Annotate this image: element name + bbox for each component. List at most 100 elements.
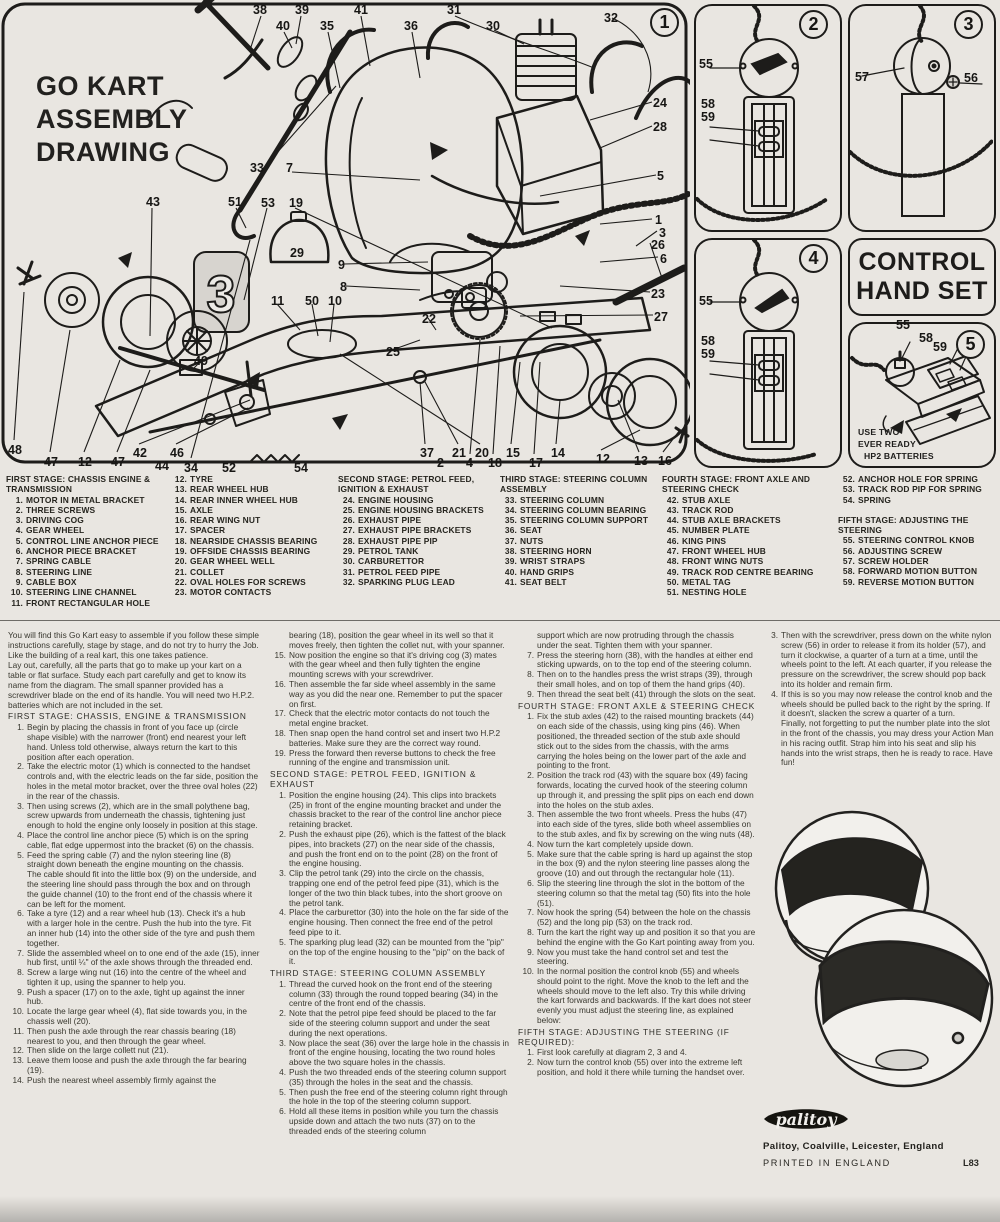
fig4-panel [694,238,842,468]
callout-47: 47 [44,455,58,469]
figure-number-4: 4 [799,244,828,273]
callout-42: 42 [133,446,147,460]
callout-38: 38 [253,3,267,17]
callout-30: 30 [486,19,500,33]
parts-item: 40.HAND GRIPS [504,566,575,577]
fig4-handset-front [696,240,818,463]
callout-1: 1 [655,213,662,227]
company-address: Palitoy, Coalville, Leicester, England [763,1141,944,1152]
instr-heading: SECOND STAGE: PETROL FEED, IGNITION & EX… [270,769,477,789]
parts-item: 56.ADJUSTING SCREW [842,545,943,556]
fig2-panel [694,4,842,232]
parts-item: 21.COLLET [174,566,225,577]
callout-58: 58 [701,97,715,111]
instr-step: 3.Clip the petrol tank (29) into the cir… [279,868,503,908]
callout-51: 51 [228,195,242,209]
instr-step: 3.Then with the screwdriver, press down … [771,630,992,689]
fig5-panel [848,322,996,468]
parts-item: 55.STEERING CONTROL KNOB [842,535,975,546]
callout-3: 3 [659,226,666,240]
instr-step: 1.First look carefully at diagram 2, 3 a… [527,1047,687,1058]
parts-item: 10.STEERING LINE CHANNEL [10,587,137,598]
instr-step: 10.In the normal position the control kn… [522,966,751,1026]
page-title: GO KART ASSEMBLY DRAWING [36,71,188,167]
parts-item: 45.NUMBER PLATE [666,525,750,536]
instr-step: 8.Screw a large wing nut (16) into the c… [17,967,247,987]
instr-step: 3.Now place the seat (36) over the large… [279,1037,509,1068]
callout-20: 20 [475,446,489,460]
parts-item: 59.REVERSE MOTION BUTTON [842,576,975,587]
callout-55: 55 [699,294,713,308]
parts-item: 37.NUTS [504,535,544,546]
callout-48: 48 [8,443,22,457]
parts-item: 38.STEERING HORN [504,546,592,557]
callout-26: 26 [651,238,665,252]
callout-2: 2 [437,456,444,470]
callout-58: 58 [701,334,715,348]
callout-23: 23 [651,287,665,301]
callout-7: 7 [286,161,293,175]
parts-item: 3.DRIVING COG [15,515,84,526]
callout-59: 59 [701,347,715,361]
instr-heading: THIRD STAGE: STEERING COLUMN ASSEMBLY [270,968,487,979]
callout-43: 43 [146,195,160,209]
control-hand-set-line2: HAND SET [856,277,988,305]
rear-tyre [512,324,608,420]
callout-47: 47 [111,455,125,469]
assembly-drawing: 3 [1,0,690,464]
instr-continuation: Finally, not forgetting to put the numbe… [781,718,994,768]
parts-item: 35.STEERING COLUMN SUPPORT [504,515,649,526]
parts-item: 52.ANCHOR HOLE FOR SPRING [842,474,979,484]
instr-step: 16.Then assemble the far side wheel asse… [274,678,503,709]
instructions-column-3: support which are now protruding through… [518,630,756,1078]
instr-heading: FIRST STAGE: CHASSIS, ENGINE & TRANSMISS… [8,711,247,722]
parts-item: 4.GEAR WHEEL [15,525,85,536]
battery-note: USE TWO EVER READY HP2 BATTERIES [858,427,934,461]
figure-number-3: 3 [954,10,983,39]
instructions-column-1: You will find this Go Kart easy to assem… [8,630,260,1086]
scan-edge-shadow [0,1196,1000,1222]
parts-item: 33.STEERING COLUMN [504,494,605,505]
callout-58: 58 [919,331,933,345]
instr-step: 9.Then thread the seat belt (41) through… [527,688,756,699]
callout-36: 36 [404,19,418,33]
printed-in-england: PRINTED IN ENGLAND [763,1158,891,1168]
callout-46: 46 [170,446,184,460]
callout-55: 55 [699,57,713,71]
instr-step: 7.Now hook the spring (54) between the h… [527,907,751,928]
instr-paragraph: You will find this Go Kart easy to assem… [8,630,260,660]
parts-spacer [838,505,998,515]
callout-15: 15 [506,446,520,460]
callout-21: 21 [452,446,466,460]
parts-item: 31.PETROL FEED PIPE [342,566,441,577]
parts-item: 42.STUB AXLE [666,494,731,505]
instr-continuation: bearing (18), position the gear wheel in… [289,630,505,650]
callout-33: 33 [250,161,264,175]
parts-stage-header: FOURTH STAGE: FRONT AXLE AND STEERING CH… [662,474,811,495]
parts-item: 47.FRONT WHEEL HUB [666,546,766,557]
callout-49: 49 [194,354,208,368]
callout-52: 52 [222,461,236,475]
instr-step: 4.If this is so you may now release the … [771,688,993,719]
parts-item: 14.REAR INNER WHEEL HUB [174,494,299,505]
parts-item: 32.SPARKING PLUG LEAD [342,576,455,587]
parts-item: 18.NEARSIDE CHASSIS BEARING [174,535,318,546]
parts-stage-header: THIRD STAGE: STEERING COLUMN ASSEMBLY [500,474,648,495]
instr-step: 12.Then slide on the large collett nut (… [12,1045,169,1056]
callout-39: 39 [295,3,309,17]
callout-19: 19 [289,196,303,210]
print-code: L83 [963,1158,979,1168]
parts-item: 26.EXHAUST PIPE [342,515,422,526]
figure-number-5: 5 [956,330,985,359]
control-cable [467,191,690,249]
callout-16: 16 [658,454,672,468]
parts-column-5: FOURTH STAGE: FRONT AXLE AND STEERING CH… [662,474,832,598]
fig1-border [1,2,688,464]
parts-item: 53.TRACK ROD PIP FOR SPRING [842,484,982,495]
instr-step: 1.Thread the curved hook on the front en… [279,978,498,1009]
parts-item: 12.TYRE [174,474,213,484]
callout-56: 56 [964,71,978,85]
